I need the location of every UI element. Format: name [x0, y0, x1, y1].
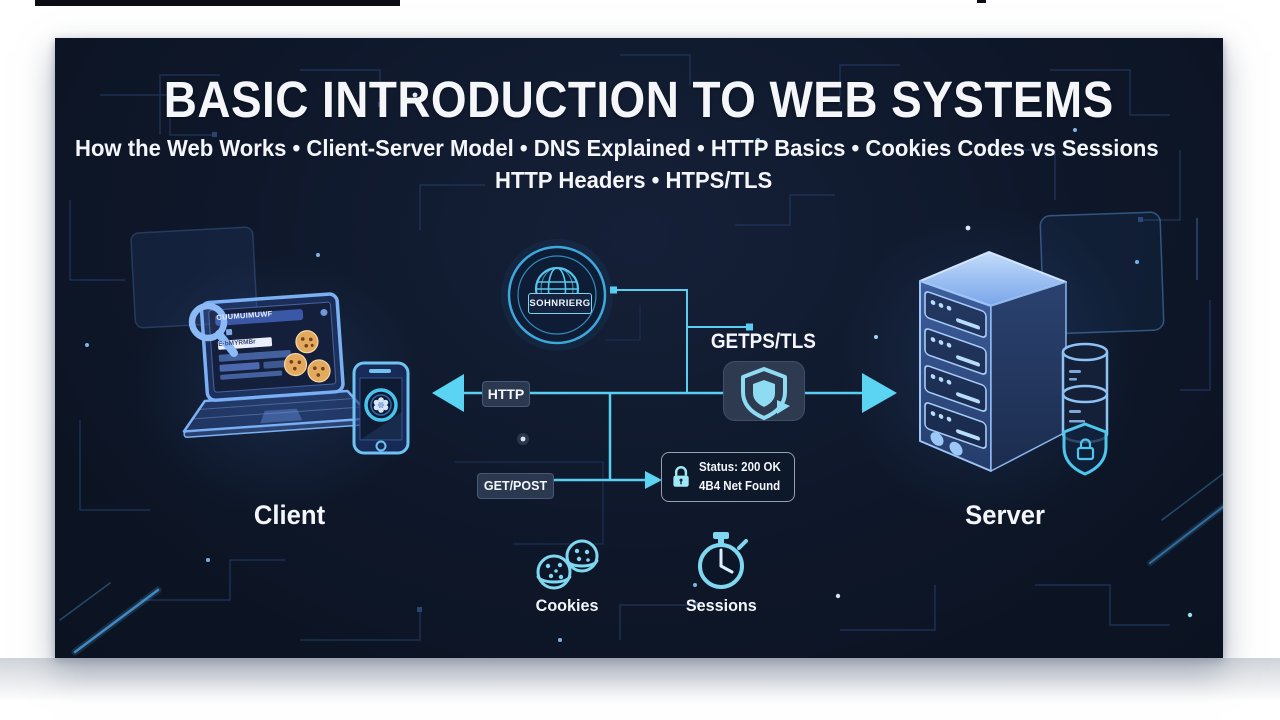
bottom-shadow	[0, 658, 1280, 720]
subtitle-line-1: How the Web Works • Client-Server Model …	[74, 135, 1159, 161]
sessions-label: Sessions	[685, 596, 757, 615]
lock-icon	[673, 466, 689, 487]
status-line-2: 4B4 Net Found	[699, 479, 781, 493]
get-post-label: GET/POST	[477, 473, 554, 499]
dns-badge: SOHNRIERG	[528, 293, 592, 314]
http-label: HTTP	[482, 381, 530, 407]
status-box: Status: 200 OK 4B4 Net Found	[661, 452, 795, 502]
tls-shield-icon	[723, 361, 805, 421]
status-line-1: Status: 200 OK	[699, 460, 781, 475]
tls-label: GETPS/TLS	[710, 330, 816, 353]
page-title: BASIC INTRODUCTION TO WEB SYSTEMS	[164, 71, 1114, 128]
top-black-mark	[977, 0, 986, 3]
server-label: Server	[965, 500, 1045, 530]
subtitle-line-2: HTTP Headers • HTPS/TLS	[494, 167, 772, 193]
client-label: Client	[254, 500, 326, 530]
cookies-label: Cookies	[535, 596, 599, 615]
slide-background	[55, 38, 1223, 658]
top-black-strip	[35, 0, 400, 6]
